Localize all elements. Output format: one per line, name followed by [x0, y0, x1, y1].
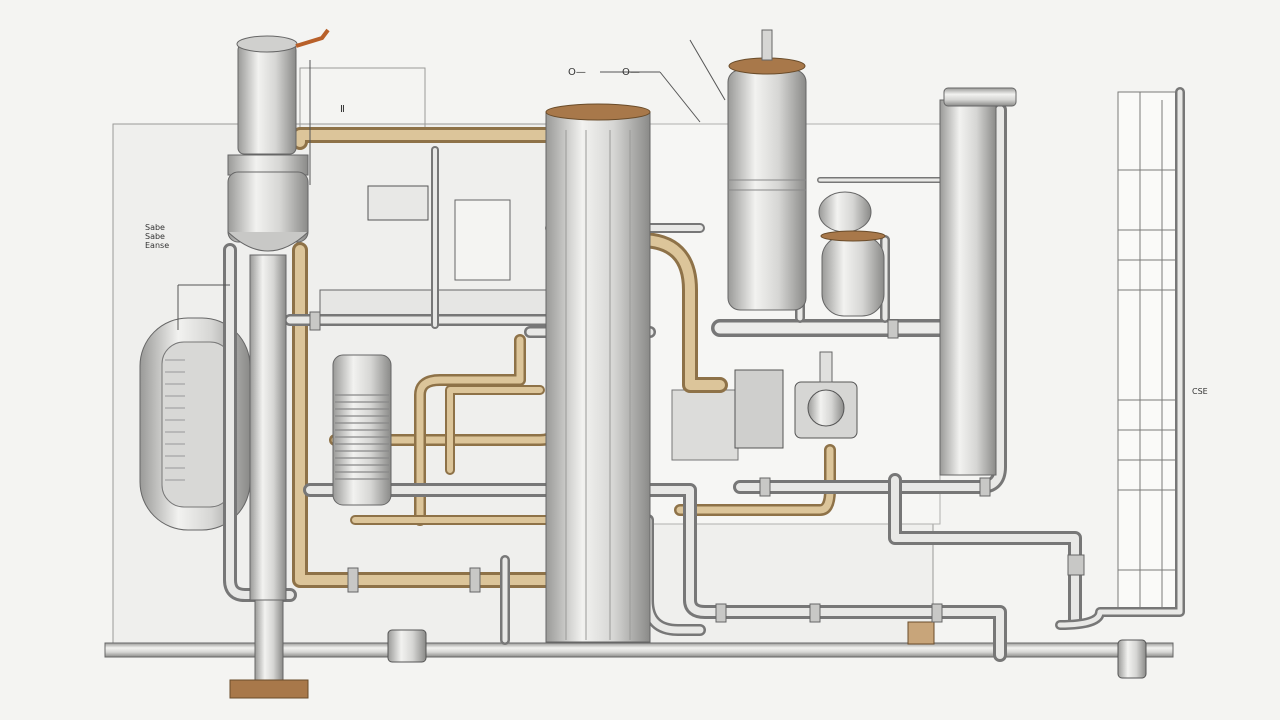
- left-column: [227, 28, 330, 699]
- bottom-pump: [387, 621, 1147, 679]
- control-panel-upper: [367, 185, 429, 221]
- pipe-fittings: [309, 311, 1085, 623]
- right-tank: [727, 29, 807, 311]
- callout-lines: [177, 39, 726, 330]
- top-callout-a: O—: [568, 67, 586, 78]
- round-vessel: [818, 191, 886, 317]
- heat-exchanger: [332, 354, 392, 506]
- right-side-tag: CSE: [1192, 387, 1208, 396]
- left-note-1: Sabe: [145, 223, 165, 232]
- right-spec-table: [1117, 91, 1185, 613]
- left-chamber: [139, 317, 251, 531]
- bottom-header-pipe: [104, 642, 1174, 658]
- center-column: [545, 103, 651, 643]
- left-note-3: Eanse: [145, 241, 169, 250]
- valve-box: [671, 389, 739, 461]
- upper-panel: [299, 67, 426, 129]
- pump-unit: [734, 351, 858, 449]
- control-panel-mid: [454, 199, 511, 281]
- left-note-2: Sabe: [145, 232, 165, 241]
- diagram-labels: O— O— Ⅱ Sabe Sabe Eanse CSE: [145, 67, 1208, 396]
- top-left-tag: Ⅱ: [340, 104, 345, 115]
- top-callout-b: O—: [622, 67, 640, 78]
- far-right-column: [939, 87, 1017, 476]
